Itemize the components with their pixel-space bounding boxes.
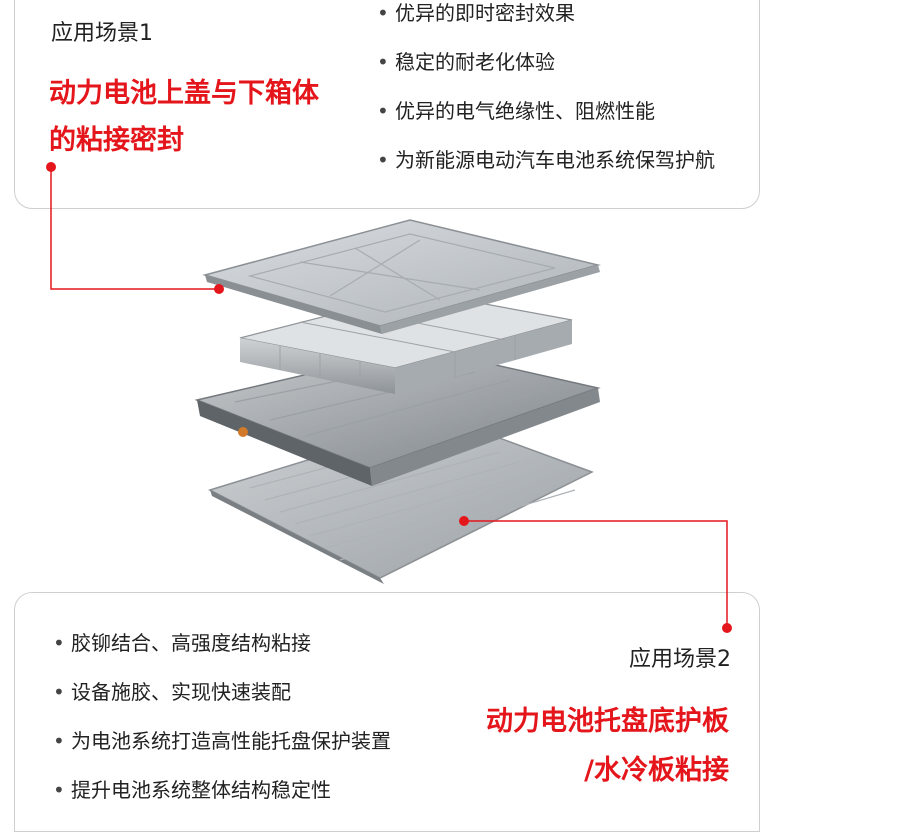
bullet-icon: • [377,50,389,74]
list-item: •优异的即时密封效果 [377,1,575,25]
bullet-icon: • [377,99,389,123]
bullet-icon: • [377,1,389,25]
battery-pack-illustration [194,219,601,584]
bullet-icon: • [53,778,65,802]
list-item: •设备施胶、实现快速装配 [53,680,291,704]
bullet-icon: • [377,148,389,172]
battery-modules-shape [239,291,573,394]
scene1-title-line2: 的粘接密封 [49,125,184,156]
list-item: •为电池系统打造高性能托盘保护装置 [53,729,391,753]
scene2-title-line1: 动力电池托盘底护板 [486,706,729,737]
list-item: •稳定的耐老化体验 [377,50,555,74]
top-lid-shape [202,219,601,334]
list-item: •优异的电气绝缘性、阻燃性能 [377,99,655,123]
scene1-bullet-list: •优异的即时密封效果 •稳定的耐老化体验 •优异的电气绝缘性、阻燃性能 •为新能… [377,0,715,196]
list-item: •为新能源电动汽车电池系统保驾护航 [377,148,715,172]
bullet-icon: • [53,631,65,655]
bottom-plate-shape [208,417,594,584]
scene2-card: •胶铆结合、高强度结构粘接 •设备施胶、实现快速装配 •为电池系统打造高性能托盘… [14,592,760,832]
list-item: •胶铆结合、高强度结构粘接 [53,631,311,655]
scene2-bullet-list: •胶铆结合、高强度结构粘接 •设备施胶、实现快速装配 •为电池系统打造高性能托盘… [53,630,391,826]
scene1-title-line1: 动力电池上盖与下箱体 [49,78,319,109]
scene2-label: 应用场景2 [629,647,731,672]
bullet-icon: • [53,680,65,704]
scene1-label: 应用场景1 [51,21,153,46]
scene2-title-line2: /水冷板粘接 [584,755,729,786]
lower-box-tray-shape [194,347,601,486]
list-item: •提升电池系统整体结构稳定性 [53,778,331,802]
bullet-icon: • [53,729,65,753]
